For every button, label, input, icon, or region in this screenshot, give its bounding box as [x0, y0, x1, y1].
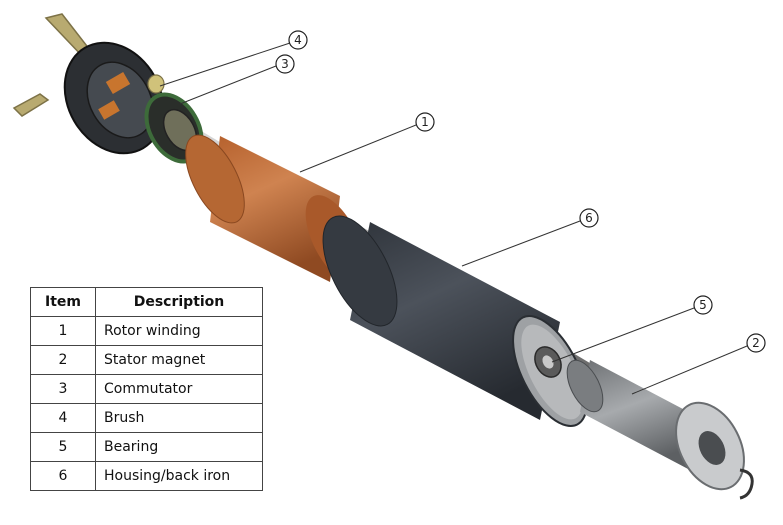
row-item: 6 [30, 461, 96, 491]
callout-1: 1 [415, 112, 435, 132]
svg-text:2: 2 [752, 336, 760, 350]
svg-text:1: 1 [421, 115, 429, 129]
svg-text:5: 5 [699, 298, 707, 312]
callout-5: 5 [693, 295, 713, 315]
bearing [534, 346, 562, 378]
table-row: 5 Bearing [30, 432, 263, 462]
table-row: 6 Housing/back iron [30, 461, 263, 491]
callout-3: 3 [275, 54, 295, 74]
table-row: 1 Rotor winding [30, 316, 263, 346]
table-header-row: Item Description [30, 287, 263, 317]
row-item: 1 [30, 316, 96, 346]
row-item: 5 [30, 432, 96, 462]
leader-lines [159, 42, 748, 395]
row-description: Commutator [95, 374, 263, 404]
terminal-left [12, 93, 50, 117]
table-row: 2 Stator magnet [30, 345, 263, 375]
table-row: 3 Commutator [30, 374, 263, 404]
header-item: Item [30, 287, 96, 317]
stator-magnet [566, 359, 754, 500]
row-description: Housing/back iron [95, 461, 263, 491]
row-description: Stator magnet [95, 345, 263, 375]
brush-assembly [12, 13, 165, 155]
table-row: 4 Brush [30, 403, 263, 433]
row-description: Bearing [95, 432, 263, 462]
brush [147, 74, 165, 94]
parts-table: Item Description 1 Rotor winding 2 Stato… [30, 287, 263, 491]
housing [322, 215, 588, 427]
svg-text:3: 3 [281, 57, 289, 71]
row-item: 4 [30, 403, 96, 433]
row-item: 2 [30, 345, 96, 375]
svg-text:4: 4 [294, 33, 302, 47]
callout-6: 6 [579, 208, 599, 228]
row-description: Brush [95, 403, 263, 433]
callout-4: 4 [288, 30, 308, 50]
svg-text:6: 6 [585, 211, 593, 225]
callout-2: 2 [746, 333, 766, 353]
header-description: Description [95, 287, 263, 317]
row-item: 3 [30, 374, 96, 404]
row-description: Rotor winding [95, 316, 263, 346]
